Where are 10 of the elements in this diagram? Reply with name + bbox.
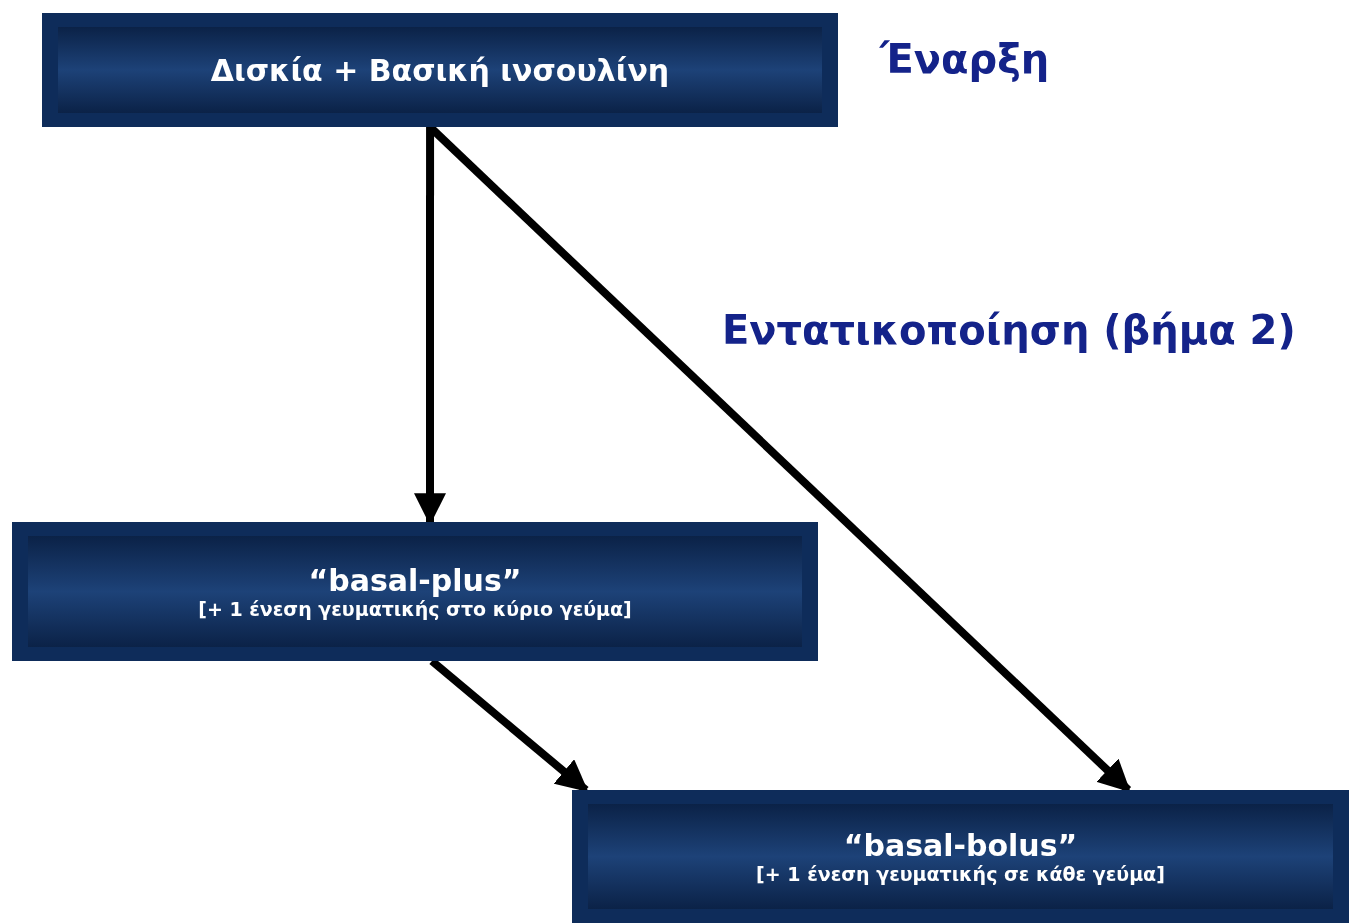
process-box [572, 790, 1349, 923]
node-title: “basal-bolus” [843, 828, 1078, 863]
node-description: [+ 1 ένεση γευματικής στο κύριο γεύμα] [198, 598, 632, 620]
node-title: Δισκία + Βασική ινσουλίνη [210, 52, 670, 88]
node-title: “basal-plus” [308, 563, 522, 598]
process-box [12, 522, 818, 661]
node-description: [+ 1 ένεση γευματικής σε κάθε γεύμα] [756, 863, 1165, 885]
stage-label: Έναρξη [880, 36, 1050, 82]
process-box [42, 13, 838, 127]
step-label: Εντατικοποίηση (βήμα 2) [722, 307, 1296, 353]
